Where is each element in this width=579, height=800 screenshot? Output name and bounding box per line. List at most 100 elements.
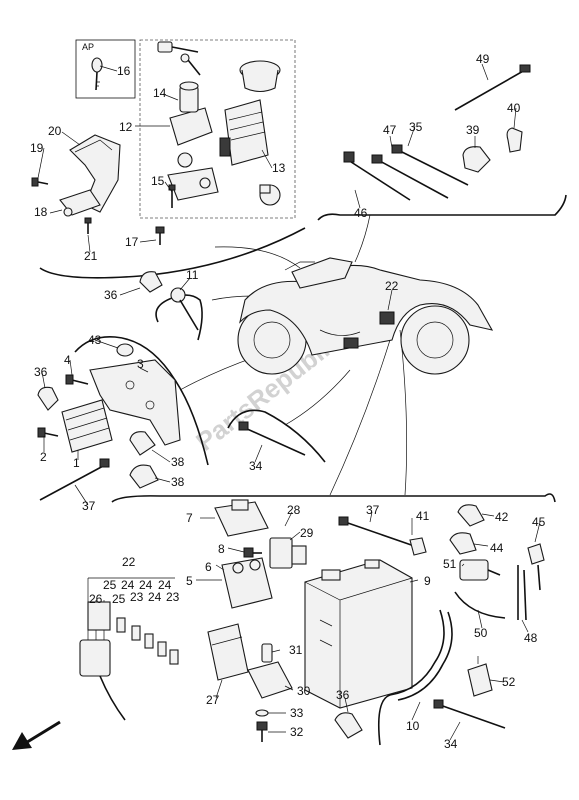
callout-19: 19 — [30, 141, 44, 155]
callout-numbers: 16 14 12 13 15 17 19 20 18 21 49 47 35 3… — [30, 52, 546, 751]
bottom-section-divider — [111, 493, 556, 503]
callout-38-b: 38 — [171, 475, 185, 489]
cable-tie-34-bottom — [433, 699, 506, 729]
rectifier-bracket — [89, 359, 181, 446]
leader-ignition-to-vehicle — [214, 246, 301, 269]
callout-10: 10 — [406, 719, 420, 733]
small-bracket — [59, 189, 101, 217]
callout-12: 12 — [119, 120, 133, 134]
callout-9: 9 — [424, 574, 431, 588]
callout-38-a: 38 — [171, 455, 185, 469]
holder-42 — [457, 504, 485, 527]
clamp-39 — [462, 146, 491, 173]
atv-silhouette — [237, 257, 494, 375]
sensor-11 — [170, 287, 199, 331]
collar-31 — [261, 643, 273, 663]
ignition-key-icon — [157, 41, 201, 76]
callout-44: 44 — [490, 541, 504, 555]
callout-5: 5 — [186, 574, 193, 588]
ignition-dashed-box — [139, 39, 296, 219]
key-icon — [91, 57, 103, 91]
callout-23-b: 23 — [166, 590, 180, 604]
relay-27 — [207, 623, 249, 681]
callout-43: 43 — [88, 333, 102, 347]
callout-34-b: 34 — [444, 737, 458, 751]
clamp-38-upper — [129, 431, 156, 456]
callout-36-b: 36 — [34, 365, 48, 379]
callout-41: 41 — [416, 509, 430, 523]
grommet-43 — [116, 343, 134, 357]
callout-23-a: 23 — [130, 590, 144, 604]
callout-42: 42 — [495, 510, 509, 524]
bolt-32 — [256, 721, 268, 742]
callout-34-a: 34 — [249, 459, 263, 473]
rubber-cap — [239, 60, 281, 93]
starter-relay — [221, 557, 273, 609]
bracket-52 — [467, 656, 493, 697]
bolt-2 — [37, 427, 59, 438]
callout-29: 29 — [300, 526, 314, 540]
callout-47: 47 — [383, 123, 397, 137]
callout-40: 40 — [507, 101, 521, 115]
middle-bubble-outline — [155, 294, 203, 341]
callout-leaders — [37, 63, 541, 741]
callout-6: 6 — [205, 560, 212, 574]
sensor-51 — [459, 559, 501, 581]
callout-15: 15 — [151, 174, 165, 188]
battery-band-10 — [377, 609, 453, 746]
callout-25-b: 25 — [112, 592, 126, 606]
mount-bracket — [69, 134, 121, 213]
washer-33 — [255, 709, 269, 717]
callout-24-a: 24 — [121, 578, 135, 592]
battery-lead-50 — [454, 591, 506, 619]
bolt-19 — [31, 177, 49, 187]
leader-lower-to-vehicle-2 — [399, 329, 408, 496]
callout-28: 28 — [287, 503, 301, 517]
cable-band-48 — [517, 565, 527, 621]
callout-3: 3 — [137, 357, 144, 371]
callout-35: 35 — [409, 120, 423, 134]
callout-13: 13 — [272, 161, 286, 175]
ap-label: AP — [82, 42, 94, 52]
ecu-unit — [219, 99, 269, 166]
fuse-row — [87, 577, 179, 665]
callout-31: 31 — [289, 643, 303, 657]
callout-24-b: 24 — [139, 578, 153, 592]
callout-51: 51 — [443, 557, 457, 571]
cable-tie-35 — [391, 144, 469, 186]
front-arrow-icon — [12, 720, 61, 750]
clip-41 — [409, 537, 427, 556]
callout-36-a: 36 — [104, 288, 118, 302]
callout-26: 26 — [89, 592, 103, 606]
callout-7: 7 — [186, 511, 193, 525]
fuse-box-7 — [214, 499, 269, 537]
leader-band-to-vehicle — [284, 369, 351, 426]
left-bubble-outline — [74, 335, 209, 466]
callout-45: 45 — [532, 515, 546, 529]
callout-22-a: 22 — [385, 279, 399, 293]
cable-tie-37-left — [39, 458, 110, 501]
regulator-rectifier — [61, 399, 113, 453]
callout-24-d: 24 — [148, 590, 162, 604]
callout-17: 17 — [125, 235, 139, 249]
cable-tie-47 — [371, 154, 449, 199]
callout-25-a: 25 — [103, 578, 117, 592]
callout-32: 32 — [290, 725, 304, 739]
relay-plug — [259, 184, 281, 206]
callout-20: 20 — [48, 124, 62, 138]
wiring-harness-22 — [79, 600, 126, 721]
callout-48: 48 — [524, 631, 538, 645]
lower-bubble-outline — [227, 409, 326, 463]
callout-37-b: 37 — [366, 503, 380, 517]
bolt-8 — [243, 547, 262, 558]
callout-46: 46 — [354, 206, 368, 220]
callout-27: 27 — [206, 693, 220, 707]
callout-21: 21 — [84, 249, 98, 263]
top-section-divider — [39, 227, 306, 279]
clamp-36-left — [37, 386, 59, 411]
holder-44 — [449, 532, 477, 555]
callout-50: 50 — [474, 626, 488, 640]
cable-tie-34-mid — [238, 421, 306, 456]
holder-30 — [247, 661, 293, 699]
